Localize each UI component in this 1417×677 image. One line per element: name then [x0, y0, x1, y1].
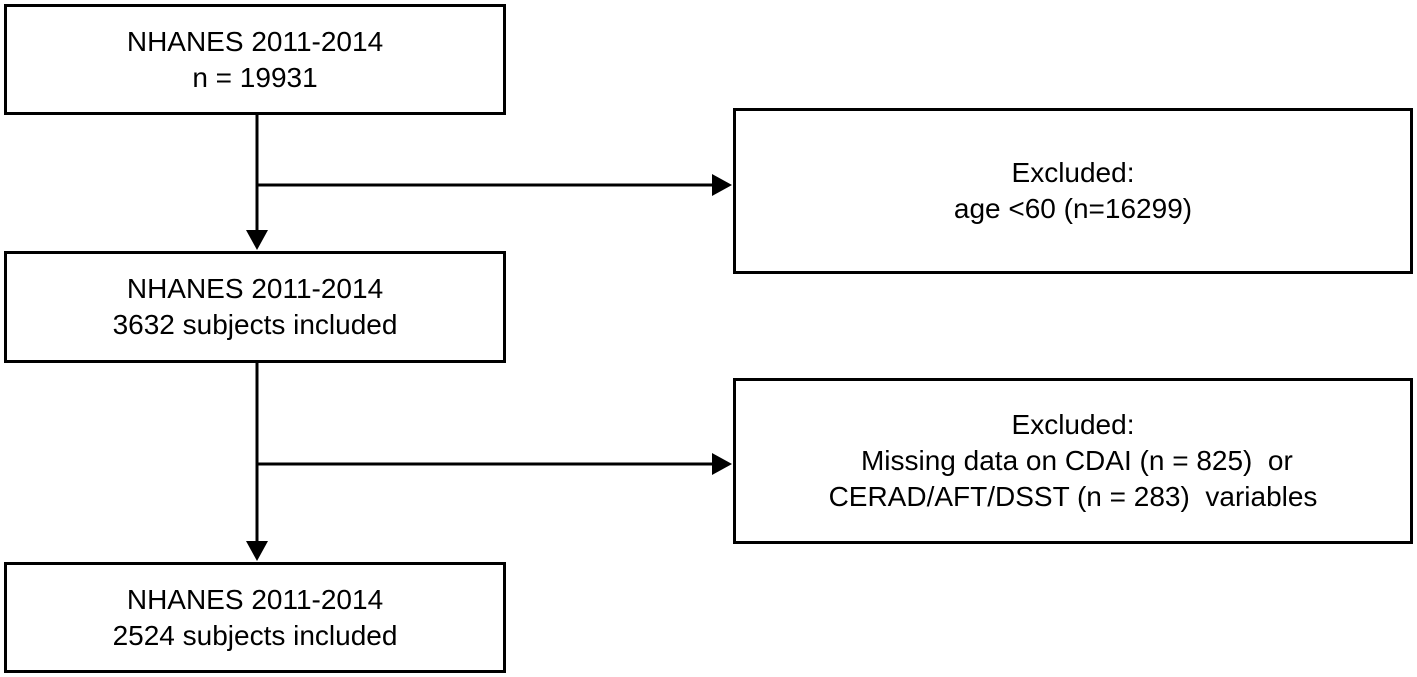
exclusion-missing-detail-2: CERAD/AFT/DSST (n = 283) variables [828, 481, 1318, 512]
node-exclusion-age: Excluded: age <60 (n=16299) [733, 108, 1413, 274]
arrowhead-right-1 [712, 174, 732, 196]
node-total-count: n = 19931 [192, 61, 318, 93]
node-age-included-count: 3632 subjects included [112, 309, 398, 340]
node-final-title: NHANES 2011-2014 [126, 583, 384, 615]
exclusion-age-detail: age <60 (n=16299) [953, 193, 1193, 224]
arrowhead-down-2 [246, 541, 268, 561]
exclusion-age-heading: Excluded: [1011, 157, 1135, 188]
exclusion-missing-detail-1: Missing data on CDAI (n = 825) or [853, 445, 1293, 476]
node-age-included: NHANES 2011-2014 3632 subjects included [4, 251, 506, 363]
node-final-included: NHANES 2011-2014 2524 subjects included [4, 562, 506, 673]
node-final-count: 2524 subjects included [112, 619, 398, 651]
arrowhead-right-2 [712, 453, 732, 475]
arrowhead-down-1 [246, 230, 268, 250]
node-total-title: NHANES 2011-2014 [126, 25, 384, 57]
exclusion-missing-heading: Excluded: [1011, 409, 1135, 440]
node-exclusion-missing: Excluded: Missing data on CDAI (n = 825)… [733, 378, 1413, 544]
node-age-included-title: NHANES 2011-2014 [126, 273, 384, 304]
node-total-population: NHANES 2011-2014 n = 19931 [4, 4, 506, 115]
